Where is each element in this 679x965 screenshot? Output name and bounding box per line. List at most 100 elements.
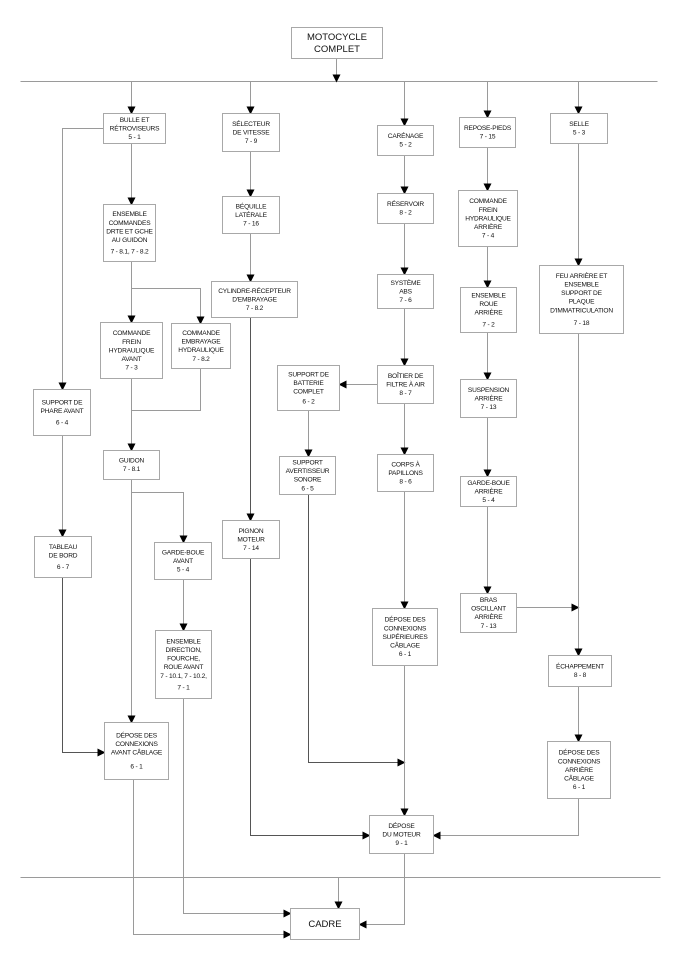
node-box	[547, 741, 611, 799]
node-label-line: 8 - 2	[399, 210, 412, 217]
node-label-line: ENSEMBLE	[166, 638, 201, 645]
node-box	[103, 450, 160, 480]
node-label-line: 6 - 1	[130, 763, 143, 770]
node-label-line: CORPS À	[391, 459, 420, 468]
node-label-line: 7 - 8.2	[192, 356, 210, 363]
node-label-line: BRAS	[480, 597, 498, 604]
node-label-line: 7 - 13	[481, 404, 497, 411]
node-box	[460, 379, 517, 418]
node-label-line: GUIDON	[119, 458, 145, 465]
node-label-line: AVERTISSEUR	[286, 468, 330, 475]
node-label-line: 7 - 15	[480, 134, 496, 141]
node-label-line: ROUE	[479, 301, 498, 308]
node-box	[103, 204, 156, 262]
node-label-line: AU GUIDON	[112, 237, 148, 244]
node-box	[548, 655, 612, 687]
node-label-line: DE VITESSE	[233, 129, 271, 136]
node-label-line: 7 - 18	[574, 320, 590, 327]
node-label-line: CARÉNAGE	[388, 131, 424, 140]
node-label-line: 5 - 1	[128, 134, 141, 141]
node-label-line: 7 - 8.1	[123, 466, 141, 473]
node-box	[34, 536, 92, 578]
node-label-line: 7 - 2	[482, 321, 495, 328]
node-label-line: GARDE-BOUE	[162, 549, 205, 556]
node-label-line: 5 - 4	[482, 497, 495, 504]
node-box	[222, 113, 280, 152]
arrow-connector	[133, 779, 292, 939]
node-label-line: 6 - 2	[302, 398, 315, 405]
node-label-line: BATTERIE	[293, 380, 324, 387]
node-box	[460, 593, 517, 633]
node-box	[154, 542, 212, 580]
node-selle: SELLE 5 - 3	[550, 113, 608, 144]
node-box	[460, 476, 517, 507]
node-label-line: BOÎTIER DE	[388, 371, 424, 380]
node-label-line: CONNEXIONS	[558, 758, 601, 765]
node-box	[550, 113, 608, 144]
node-label-line: SELLE	[569, 121, 589, 128]
node-label-line: HYDRAULIQUE	[178, 347, 224, 354]
node-box	[103, 113, 166, 144]
node-box	[459, 117, 516, 148]
node-label-line: 6 - 1	[399, 651, 412, 658]
node-label-line: COMMANDE	[182, 330, 220, 337]
node-label-line: SUPPORT DE	[288, 372, 329, 379]
node-label-line: ARRIÈRE	[475, 308, 504, 317]
node-label-line: DÉPOSE DES	[559, 748, 601, 757]
node-label-line: ARRIÈRE	[475, 486, 504, 495]
node-label-line: 7 - 14	[243, 545, 259, 552]
node-label-line: EMBRAYAGE	[182, 339, 222, 346]
node-box	[372, 608, 438, 666]
node-box	[369, 815, 434, 854]
node-label-line: DRTE ET GCHE	[106, 228, 153, 235]
arrow-connector	[308, 494, 406, 767]
node-label-line: PHARE AVANT	[41, 408, 84, 415]
node-label-line: HYDRAULIQUE	[465, 215, 511, 222]
node-label-line: BULLE ET	[120, 117, 150, 124]
node-label-line: 7 - 6	[399, 297, 412, 304]
node-label-line: 8 - 7	[399, 390, 412, 397]
node-label-line: 7 - 3	[125, 365, 138, 372]
arrow-connector	[131, 492, 188, 544]
node-label-line: 6 - 5	[301, 485, 314, 492]
node-label-line: 7 - 4	[482, 233, 495, 240]
node-label-line: SONORE	[294, 477, 322, 484]
node-label-line: ABS	[399, 288, 412, 295]
node-label-line: OSCILLANT	[471, 606, 506, 613]
node-label-line: FILTRE À AIR	[386, 379, 425, 388]
node-label-line: CÂBLAGE	[390, 641, 421, 650]
node-label-line: 5 - 3	[573, 130, 586, 137]
node-label-line: 6 - 7	[57, 564, 70, 571]
node-label-line: FREIN	[479, 207, 498, 214]
node-label-line: COMMANDE	[113, 330, 151, 337]
node-label-line: ARRIÈRE	[475, 612, 504, 621]
node-label-line: DÉPOSE DES	[116, 731, 158, 740]
node-label-line: BÉQUILLE	[236, 201, 267, 210]
node-label-line: DÉPOSE	[388, 821, 415, 830]
node-label-line: SUPPORT DE	[561, 290, 602, 297]
node-label-line: 9 - 1	[395, 840, 408, 847]
node-label-line: ROUE AVANT	[164, 664, 204, 671]
node-box	[377, 365, 434, 404]
node-label-line: FOURCHE,	[167, 656, 200, 663]
node-label-line: 7 - 13	[481, 623, 497, 630]
node-box	[222, 196, 280, 234]
node-label-line: FEU ARRIÈRE ET	[556, 271, 608, 280]
node-box	[104, 722, 169, 780]
node-label-line: 7 - 10.1, 7 - 10.2,	[160, 673, 207, 680]
node-label-line: 5 - 4	[177, 567, 190, 574]
